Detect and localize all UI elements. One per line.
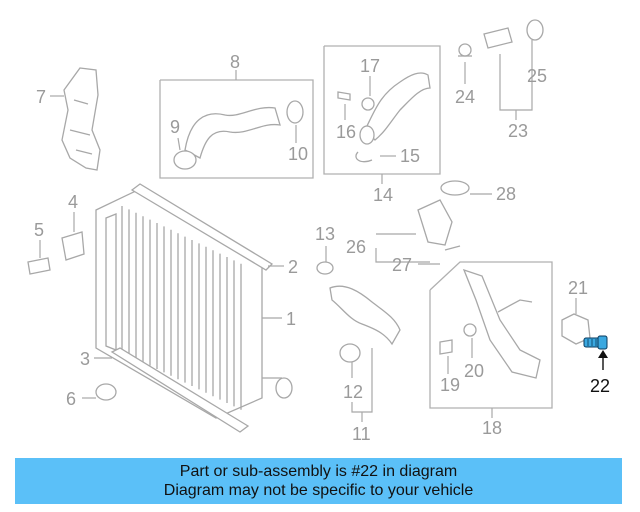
callout-22: 22 — [590, 376, 610, 396]
callout-11: 11 — [352, 424, 371, 444]
callout-28: 28 — [496, 184, 516, 204]
callout-27: 27 — [392, 255, 412, 275]
callout-3: 3 — [80, 349, 90, 369]
banner-line-1: Part or sub-assembly is #22 in diagram — [179, 463, 458, 480]
part-7-bracket — [61, 67, 101, 171]
part-6-cap — [95, 383, 117, 401]
part-5-bolt — [27, 257, 51, 275]
callout-26: 26 — [346, 237, 366, 257]
callout-20: 20 — [464, 361, 484, 381]
part-18-duct — [439, 268, 541, 379]
callout-6: 6 — [66, 389, 76, 409]
callout-23: 23 — [508, 121, 528, 141]
part-22-bolt — [583, 335, 608, 350]
part-26-adapter — [417, 180, 470, 251]
callout-18: 18 — [482, 418, 502, 438]
callout-9: 9 — [170, 117, 180, 137]
part-2-strip — [130, 183, 274, 271]
callout-24: 24 — [455, 87, 475, 107]
callout-10: 10 — [288, 144, 308, 164]
callout-13: 13 — [315, 224, 335, 244]
callout-21: 21 — [568, 278, 588, 298]
callout-2: 2 — [288, 257, 298, 277]
callout-15: 15 — [400, 146, 420, 166]
callout-4: 4 — [68, 192, 78, 212]
arrow-icon — [598, 350, 608, 358]
part-8-hose — [173, 100, 304, 170]
callout-8: 8 — [230, 52, 240, 72]
callout-16: 16 — [336, 122, 356, 142]
part-14-pipe — [337, 72, 431, 163]
callout-7: 7 — [36, 87, 46, 107]
callout-14: 14 — [373, 185, 393, 205]
callout-25: 25 — [527, 66, 547, 86]
banner-line-2: Diagram may not be specific to your vehi… — [163, 482, 474, 499]
callout-12: 12 — [343, 382, 363, 402]
part-4-mount — [61, 231, 85, 261]
parts-diagram: 7 8 9 10 14 17 16 15 24 23 25 — [27, 19, 610, 444]
part-11-hose — [316, 261, 401, 363]
info-banner: Part or sub-assembly is #22 in diagram D… — [15, 458, 622, 504]
callout-5: 5 — [34, 220, 44, 240]
part-23-sleeve — [483, 19, 544, 49]
callout-17: 17 — [360, 56, 380, 76]
part-24-clamp — [458, 43, 472, 57]
callout-19: 19 — [440, 375, 460, 395]
callout-1: 1 — [286, 309, 296, 329]
part-3-strip — [110, 347, 250, 433]
